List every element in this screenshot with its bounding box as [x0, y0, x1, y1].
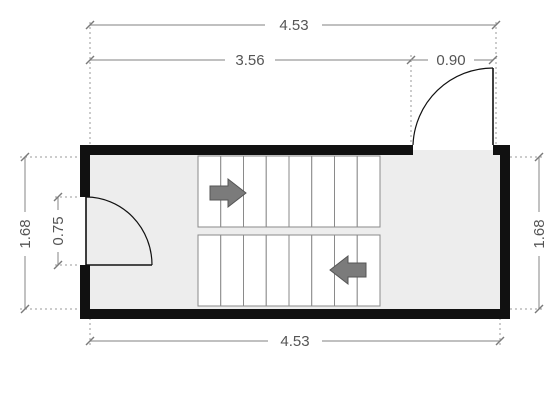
stair-flight-lower: [197, 234, 381, 307]
dim-top-room: 3.56: [85, 52, 416, 69]
stair-step: [197, 234, 222, 307]
dim-top-door: 0.90: [411, 52, 498, 69]
dim-left-door: 0.75: [50, 192, 67, 270]
left-door: [85, 196, 153, 266]
stair-step: [243, 155, 267, 228]
wall-right: [500, 145, 510, 319]
stair-step: [356, 155, 381, 228]
dim-left-height-label: 1.68: [17, 219, 34, 248]
dim-bottom-overall: 4.53: [85, 333, 505, 350]
dim-bottom-overall-label: 4.53: [280, 333, 309, 350]
dim-right-height-label: 1.68: [531, 219, 548, 248]
dim-top-room-label: 3.56: [235, 52, 264, 69]
stair-step: [265, 234, 290, 307]
wall-left-upper: [80, 145, 90, 197]
stair-arrow-right-icon: [209, 177, 247, 209]
stair-step: [288, 155, 313, 228]
stair-step: [334, 155, 358, 228]
top-door: [412, 67, 494, 146]
dim-right-height: 1.68: [531, 152, 548, 314]
stair-step: [311, 155, 335, 228]
dim-left-door-label: 0.75: [50, 216, 67, 245]
stair-step: [220, 234, 244, 307]
dim-top-overall: 4.53: [85, 17, 501, 34]
wall-left-lower: [80, 265, 90, 319]
wall-bottom: [80, 309, 510, 319]
stair-step: [265, 155, 290, 228]
dim-top-overall-label: 4.53: [279, 17, 308, 34]
stair-arrow-left-icon: [329, 254, 367, 286]
wall-top: [80, 145, 413, 155]
stair-flight-upper: [197, 155, 381, 228]
dim-left-height: 1.68: [17, 152, 34, 314]
stair-step: [243, 234, 267, 307]
stair-step: [288, 234, 313, 307]
dim-top-door-label: 0.90: [436, 52, 465, 69]
